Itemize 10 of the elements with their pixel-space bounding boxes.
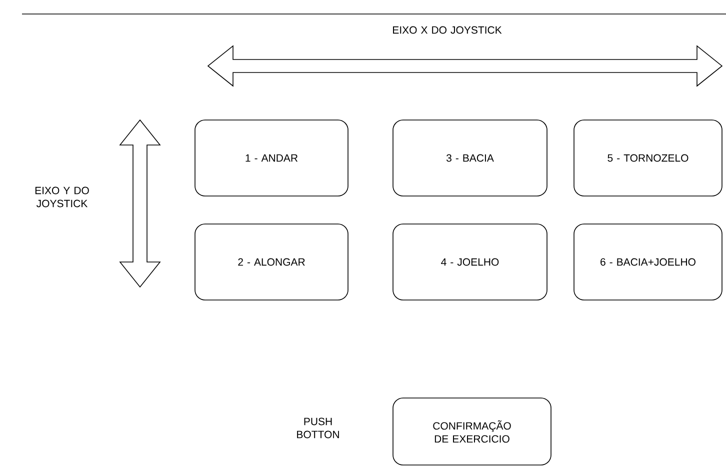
mode-box: 6 - BACIA+JOELHO [574,224,722,300]
mode-box: 1 - ANDAR [194,120,348,196]
mode-box: CONFIRMAÇÃO DE EXERCICIO [392,398,552,466]
axis-label: PUSH BOTTON [297,418,339,438]
mode-box: 2 - ALONGAR [194,224,348,300]
axis-label: EIXO Y DO JOYSTICK [35,186,89,208]
axis-label: EIXO X DO JOYSTICK [393,26,502,34]
mode-box: 3 - BACIA [392,120,548,196]
mode-box: 5 - TORNOZELO [574,120,722,196]
mode-box: 4 - JOELHO [392,224,548,300]
